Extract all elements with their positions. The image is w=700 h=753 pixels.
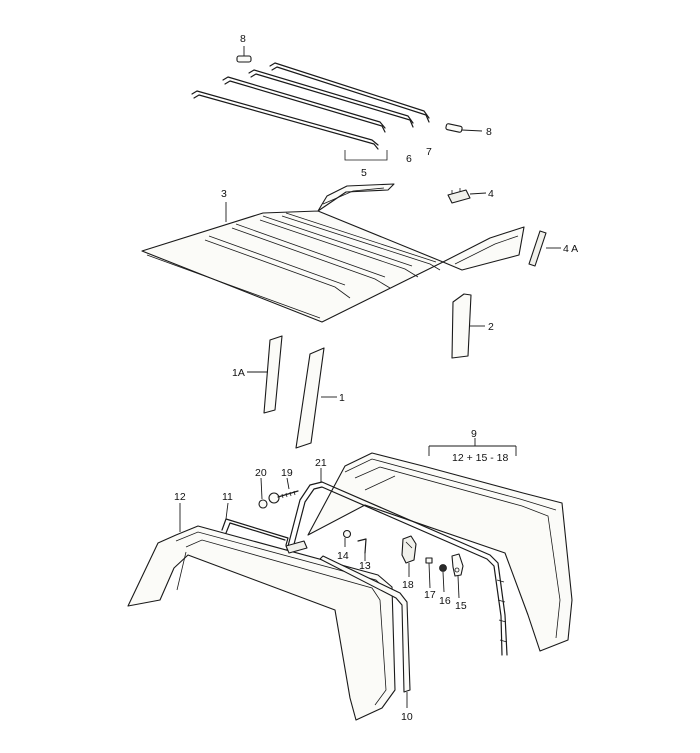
clip-4 bbox=[447, 188, 487, 204]
label-3: 3 bbox=[221, 188, 227, 200]
washer-20 bbox=[258, 477, 268, 509]
screw-19 bbox=[268, 477, 299, 504]
label-9: 9 bbox=[471, 428, 477, 440]
label-11: 11 bbox=[222, 491, 233, 503]
bracket-15 bbox=[451, 553, 464, 599]
label-20: 20 bbox=[255, 467, 267, 479]
label-15: 15 bbox=[455, 600, 467, 612]
label-5: 5 bbox=[361, 167, 367, 179]
label-7: 7 bbox=[426, 146, 432, 158]
label-8-right: 8 bbox=[486, 126, 492, 138]
label-18: 18 bbox=[402, 579, 414, 591]
strip-4a bbox=[528, 230, 561, 267]
spacer-17 bbox=[425, 557, 433, 589]
label-14: 14 bbox=[337, 550, 349, 562]
label-8-top: 8 bbox=[240, 33, 246, 45]
label-16: 16 bbox=[439, 595, 451, 607]
seal-strip-21 bbox=[286, 468, 508, 656]
label-19: 19 bbox=[281, 467, 293, 479]
label-13: 13 bbox=[359, 560, 371, 572]
small-clip bbox=[285, 540, 308, 554]
washer-16 bbox=[439, 564, 447, 593]
trim-11 bbox=[221, 502, 289, 546]
label-2: 2 bbox=[488, 321, 494, 333]
trim-panel-9 bbox=[307, 438, 573, 652]
roof-bow-7 bbox=[269, 62, 430, 123]
label-4: 4 bbox=[488, 188, 494, 200]
nut-14 bbox=[342, 529, 352, 547]
pillar-trim-1 bbox=[295, 347, 337, 449]
roof-bow-6 bbox=[248, 69, 414, 128]
label-1a: 1A bbox=[232, 367, 245, 379]
label-4a: 4 A bbox=[563, 243, 578, 255]
callout-labels: 8 8 7 6 5 3 4 4 A 2 1A 1 9 12 + 15 - 18 … bbox=[174, 33, 578, 723]
pillar-trim-2 bbox=[451, 293, 485, 359]
end-cap-8-right bbox=[445, 123, 483, 133]
label-21: 21 bbox=[315, 457, 327, 469]
label-12: 12 bbox=[174, 491, 186, 503]
roof-bow-5 bbox=[191, 76, 388, 161]
label-6: 6 bbox=[406, 153, 412, 165]
label-10: 10 bbox=[401, 711, 413, 723]
strip-10 bbox=[319, 555, 411, 708]
label-17: 17 bbox=[424, 589, 436, 601]
label-1: 1 bbox=[339, 392, 345, 404]
end-cap-8-top bbox=[236, 46, 252, 63]
trim-panel-12 bbox=[127, 503, 396, 721]
headliner-panel-3 bbox=[141, 183, 525, 323]
screw-13 bbox=[357, 538, 367, 561]
label-9-sub: 12 + 15 - 18 bbox=[452, 452, 508, 464]
catch-18 bbox=[401, 535, 417, 577]
pillar-trim-1a bbox=[247, 335, 283, 414]
